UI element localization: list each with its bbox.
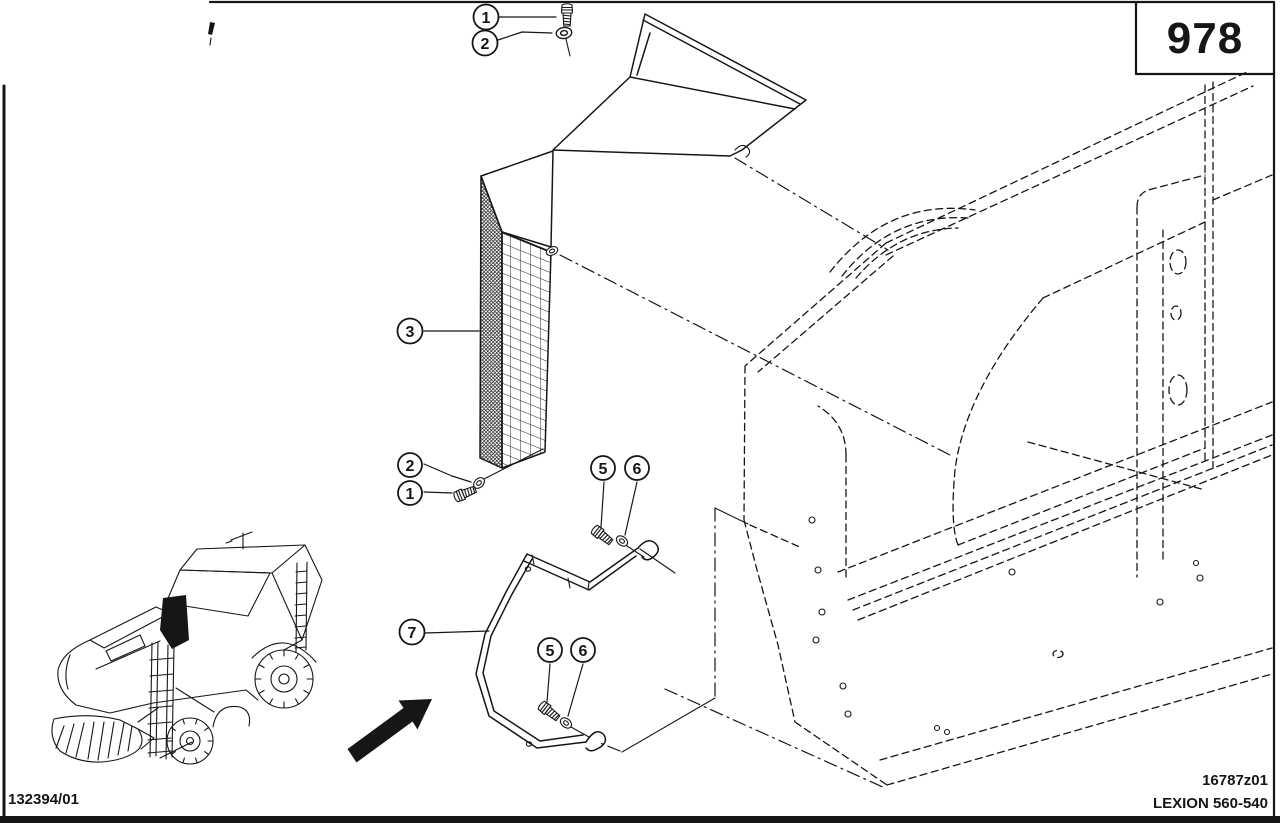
svg-text:1: 1 [406, 486, 415, 503]
svg-text:7: 7 [408, 625, 417, 642]
svg-text:5: 5 [599, 461, 608, 478]
direction-arrow-icon [347, 699, 432, 763]
callout-2-top: 2 [471, 29, 499, 57]
washer-icon [557, 715, 575, 731]
svg-text:1: 1 [482, 10, 491, 27]
callout-5-lower: 5 [537, 637, 563, 663]
callout-1-top: 1 [472, 3, 500, 31]
front-wheel [166, 717, 214, 765]
callout-7: 7 [398, 618, 426, 646]
callout-leaders [423, 16, 638, 717]
combine-thumbnail [51, 531, 323, 765]
model-range: LEXION 560-540 [1152, 795, 1268, 812]
screw-icon [536, 699, 562, 724]
frame-holes [808, 249, 1204, 736]
svg-text:2: 2 [406, 458, 415, 475]
panel-corner-hole [545, 246, 559, 256]
highlighted-panel [160, 595, 189, 649]
fasteners [452, 3, 645, 738]
callout-6-lower: 6 [570, 637, 596, 663]
scan-mark [208, 22, 215, 35]
bracket-drawing [475, 540, 659, 752]
mesh-panel-drawing [479, 150, 559, 480]
callout-1-bottom: 1 [397, 480, 423, 506]
washer-icon [554, 25, 574, 41]
callout-5-upper: 5 [590, 455, 616, 481]
bottom-scan-band [0, 816, 1280, 823]
callout-3: 3 [396, 317, 424, 345]
page-number-box [1134, 0, 1276, 76]
page-number: 978 [1166, 14, 1244, 63]
callout-6-upper: 6 [624, 455, 650, 481]
svg-text:6: 6 [579, 643, 588, 660]
callouts: 1 2 3 2 1 5 6 7 5 6 [396, 3, 650, 663]
svg-text:2: 2 [481, 36, 490, 53]
svg-text:5: 5 [546, 643, 555, 660]
svg-text:6: 6 [633, 461, 642, 478]
rear-wheel [254, 649, 314, 709]
cover-sheet-drawing [552, 13, 807, 158]
svg-text:3: 3 [406, 324, 415, 341]
drawing-reference: 16787z01 [1202, 772, 1268, 789]
projection-lines [559, 157, 951, 789]
document-code: 132394/01 [8, 791, 79, 808]
screw-icon [589, 523, 615, 548]
frame-hidden-drawing [743, 71, 1273, 786]
frame-arch-detail [829, 207, 976, 279]
callout-2-bottom: 2 [397, 452, 423, 478]
screw-icon [560, 3, 574, 27]
